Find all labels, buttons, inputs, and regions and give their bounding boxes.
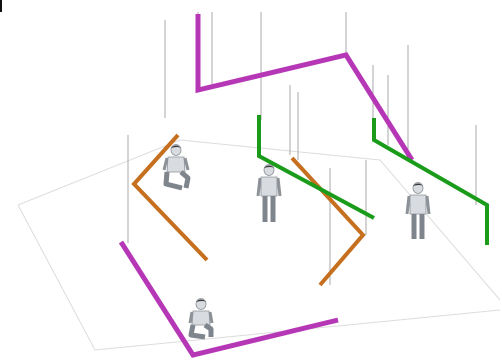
green-bracket-right — [372, 118, 489, 245]
figure-standing-right — [405, 182, 431, 239]
figure-hair — [196, 299, 206, 302]
magenta-bracket-bottom — [118, 240, 339, 358]
figure-arms — [256, 177, 282, 197]
figure-kneeling-back — [162, 144, 191, 191]
corner-mark — [0, 0, 2, 12]
magenta-bracket-top — [195, 14, 415, 162]
orange-bracket-right — [290, 156, 366, 287]
figure-torso — [260, 176, 278, 197]
figure-legs — [411, 214, 425, 239]
poles — [127, 12, 477, 285]
orange-bracket-left — [131, 133, 209, 262]
figure-torso — [166, 156, 186, 173]
figure-legs — [163, 170, 191, 191]
figure-arms — [162, 157, 190, 171]
floor-edge-front — [17, 204, 501, 351]
floor-edge-left — [17, 139, 381, 206]
figure-kneeling-front — [188, 298, 214, 340]
figure-arms — [188, 311, 214, 324]
floor-outline — [17, 139, 501, 351]
green-bracket-center — [257, 115, 375, 220]
figure-torso — [191, 310, 211, 326]
figure-hair — [413, 183, 423, 186]
figure-standing-center — [256, 164, 282, 222]
figure-arms — [405, 195, 431, 215]
figure-torso — [409, 194, 427, 215]
figure-legs — [262, 196, 276, 222]
figure-hair — [264, 165, 274, 168]
floor-edge-right — [379, 159, 501, 301]
figure-hair — [171, 145, 181, 148]
figure-legs — [188, 322, 214, 340]
